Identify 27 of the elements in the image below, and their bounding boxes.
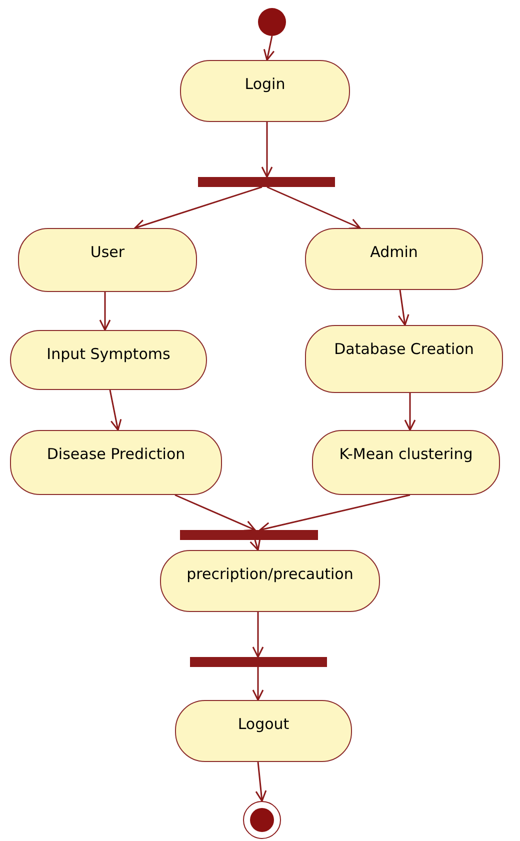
activity-box: Database Creation <box>305 325 503 393</box>
arrow <box>252 667 264 701</box>
arrow <box>134 186 262 230</box>
arrow <box>252 612 264 658</box>
activity-box: Admin <box>305 228 483 290</box>
activity-box: precription/precaution <box>160 550 380 612</box>
arrow <box>398 290 410 326</box>
fork-bar <box>180 530 318 540</box>
arrow <box>99 292 111 331</box>
activity-box: Logout <box>175 700 352 762</box>
activity-box: Disease Prediction <box>10 430 222 495</box>
fork-bar <box>190 657 327 667</box>
activity-box: Login <box>180 60 350 122</box>
activity-box: User <box>18 228 197 292</box>
arrow <box>250 538 261 551</box>
arrow <box>109 390 122 431</box>
arrow <box>263 36 275 61</box>
final-node <box>243 801 281 839</box>
initial-node <box>258 8 286 36</box>
arrow <box>174 494 256 532</box>
arrow <box>404 393 416 431</box>
arrow <box>266 186 361 230</box>
activity-box: Input Symptoms <box>10 330 207 390</box>
arrow <box>255 762 267 802</box>
arrow <box>261 122 273 178</box>
activity-box: K-Mean clustering <box>312 430 500 495</box>
fork-bar <box>198 177 335 187</box>
